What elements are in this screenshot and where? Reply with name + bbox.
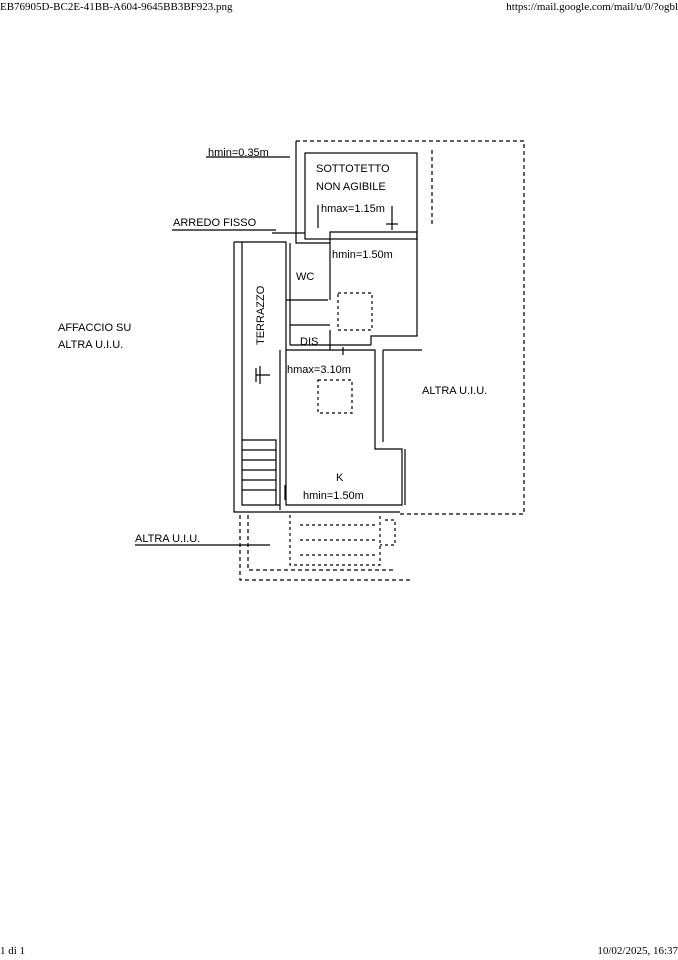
label-hmax-310: hmax=3.10m xyxy=(287,364,351,376)
label-altra-uiu-right: ALTRA U.I.U. xyxy=(422,385,487,397)
label-arredo-fisso: ARREDO FISSO xyxy=(173,217,257,229)
file-name: EB76905D-BC2E-41BB-A604-9645BB3BF923.png xyxy=(0,1,233,13)
label-hmin-150-top: hmin=1.50m xyxy=(332,249,393,261)
print-datetime: 10/02/2025, 16:37 xyxy=(597,945,678,957)
label-affaccio-line2: ALTRA U.I.U. xyxy=(58,339,123,351)
label-altra-uiu-bottom: ALTRA U.I.U. xyxy=(135,533,200,545)
label-sottotetto: SOTTOTETTO xyxy=(316,163,390,175)
label-non-agibile: NON AGIBILE xyxy=(316,181,386,193)
label-hmin-035: hmin=0.35m xyxy=(208,147,269,159)
label-k: K xyxy=(336,472,344,484)
label-wc: WC xyxy=(296,271,314,283)
label-terrazzo: TERRAZZO xyxy=(255,285,267,345)
label-hmin-150-bottom: hmin=1.50m xyxy=(303,490,364,502)
label-dis: DIS xyxy=(300,336,318,348)
label-hmax-115: hmax=1.15m xyxy=(321,203,385,215)
page-counter: 1 di 1 xyxy=(0,945,26,957)
page-url: https://mail.google.com/mail/u/0/?ogbl xyxy=(506,1,678,13)
label-affaccio-line1: AFFACCIO SU xyxy=(58,322,131,334)
